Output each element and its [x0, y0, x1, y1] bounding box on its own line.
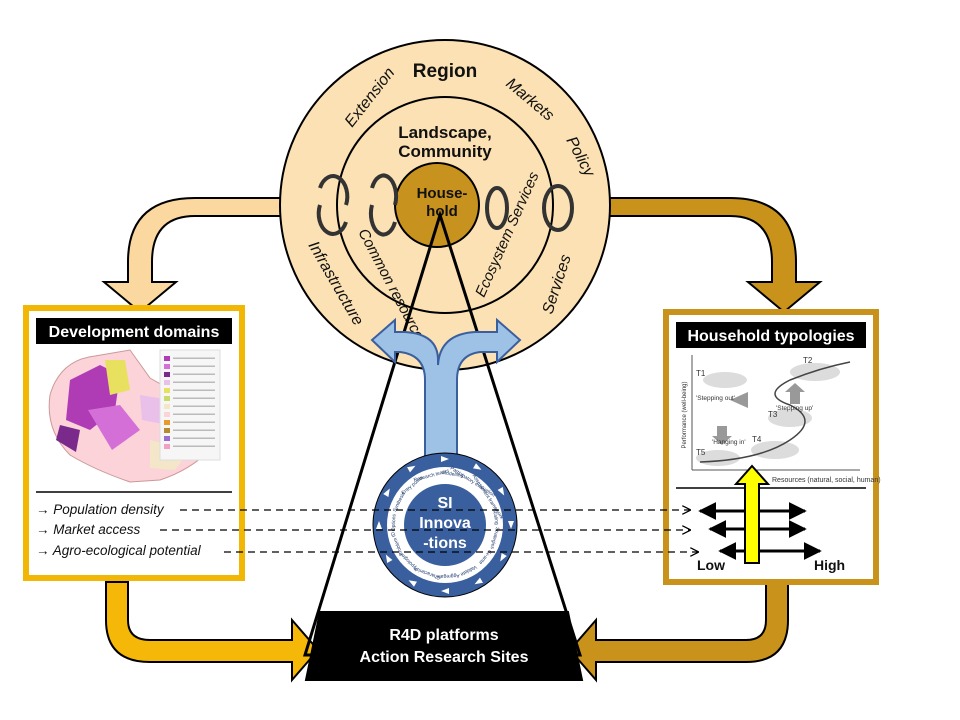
ethiopia-domain-map [48, 349, 221, 483]
circular-arrow-icon [316, 174, 350, 236]
map-legend-swatch [164, 372, 170, 377]
cycle-arrow-icon [385, 554, 393, 563]
map-legend-swatch [164, 388, 170, 393]
cycle-arrow-icon [500, 553, 507, 562]
cycle-step-label: Scaling [491, 508, 500, 525]
flow-arrow-typologies-to-r4d [568, 581, 789, 683]
map-legend-swatch [164, 428, 170, 433]
map-legend-line [173, 373, 215, 375]
circular-arrow-icon [542, 184, 574, 232]
map-legend-line [173, 365, 215, 367]
factor-market: → Market access [36, 522, 141, 537]
map-legend-swatch [164, 356, 170, 361]
si-cycle-title-1: SI [437, 495, 452, 512]
map-legend-line [173, 389, 215, 391]
household-title-1: House- [417, 185, 468, 202]
landscape-title-2: Community [398, 142, 492, 161]
circular-arrow-icon [368, 173, 399, 237]
map-legend-line [173, 445, 215, 447]
map-legend-line [173, 429, 215, 431]
cycle-step-label: Options [391, 513, 398, 531]
factor-population: → Population density [36, 502, 165, 517]
cycle-arrow-icon [376, 521, 382, 529]
cycle-arrow-icon [474, 577, 483, 585]
typology-T3: T3 [768, 410, 778, 419]
cycle-arrow-icon [408, 580, 417, 587]
cycle-arrow-icon [441, 588, 449, 594]
dashed-line-icon [160, 510, 698, 552]
cycle-arrow-icon [497, 487, 505, 496]
map-legend-swatch [164, 444, 170, 449]
si-cycle-core [402, 482, 488, 568]
development-domains-header-bg [36, 318, 232, 344]
typology-T5: T5 [696, 448, 706, 457]
landscape-title-1: Landscape, [398, 123, 492, 142]
map-legend-line [173, 357, 215, 359]
development-domains-title: Development domains [49, 324, 220, 341]
cycle-arrow-icon [508, 521, 514, 529]
cycle-arrow-icon [441, 456, 449, 462]
flow-arrow-to-domains-body [101, 197, 306, 314]
cycle-step-label: Aggregate [436, 572, 460, 579]
map-legend-line [173, 421, 215, 423]
cycle-arrow-icon [407, 465, 416, 473]
annotation-stepping-out: 'Stepping out' [696, 395, 735, 402]
typology-T1: T1 [696, 369, 706, 378]
cycle-arrow-icon [473, 463, 482, 470]
map-legend-line [173, 437, 215, 439]
resources-scale-arrow [733, 464, 771, 564]
map-legend-swatch [164, 404, 170, 409]
map-legend-swatch [164, 436, 170, 441]
map-legend-line [173, 381, 215, 383]
typology-graph: T1 T2 T3 T4 T5 'Stepping out' 'Stepping … [682, 355, 881, 484]
graph-y-axis-label: Performance (well-being) [682, 381, 688, 448]
map-legend-swatch [164, 420, 170, 425]
typology-T2: T2 [803, 356, 813, 365]
graph-x-axis-label: Resources (natural, social, human) [772, 477, 881, 484]
map-legend-line [173, 405, 215, 407]
map-legend-swatch [164, 380, 170, 385]
map-legend-line [173, 397, 215, 399]
household-typologies-title: Household typologies [687, 328, 854, 345]
household-title-2: hold [426, 203, 458, 220]
scale-high-label: High [814, 557, 845, 573]
typology-T4: T4 [752, 435, 762, 444]
r4d-title-1: R4D platforms [389, 627, 498, 644]
region-title: Region [413, 61, 477, 82]
household-typologies-header-bg [676, 322, 866, 348]
map-legend-swatch [164, 396, 170, 401]
si-cycle-title-2: Innova [419, 515, 471, 532]
scale-low-label: Low [697, 557, 725, 573]
cycle-step-label: Modelling [442, 470, 464, 479]
factor-agroecological: → Agro-ecological potential [36, 543, 202, 558]
cycle-arrow-icon [383, 488, 390, 497]
circular-arrow-icon [485, 186, 509, 230]
map-legend-swatch [164, 364, 170, 369]
si-cycle-title-3: -tions [423, 535, 467, 552]
flow-arrow-domains-to-r4d [105, 581, 320, 683]
map-legend-swatch [164, 412, 170, 417]
map-legend-line [173, 413, 215, 415]
cycle-step-label: Strategies [489, 526, 501, 550]
r4d-base [304, 611, 584, 681]
r4d-title-2: Action Research Sites [360, 649, 529, 666]
annotation-hanging-in: 'Hanging in' [712, 439, 746, 446]
annotation-stepping-up: 'Stepping up' [776, 405, 813, 412]
blue-fork-arrow [370, 317, 522, 471]
